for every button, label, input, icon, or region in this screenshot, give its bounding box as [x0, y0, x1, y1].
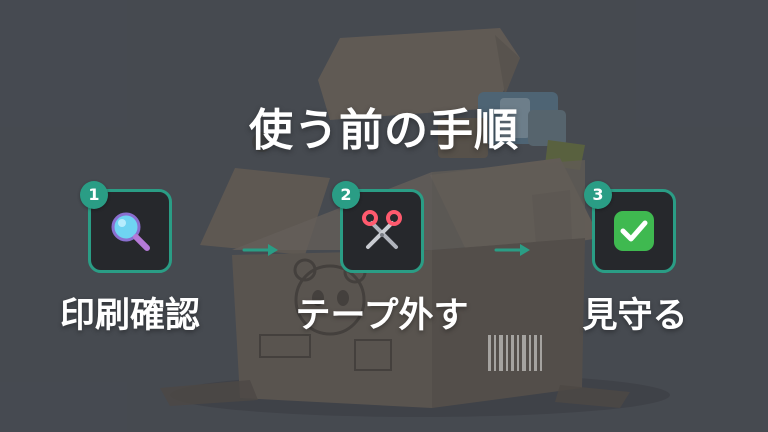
magnifier-icon — [111, 212, 150, 251]
step-1-label: 印刷確認 — [59, 296, 200, 336]
arrow-right-icon — [494, 244, 530, 256]
step-2-label: テープ外す — [295, 296, 469, 336]
step-1-badge: 1 — [80, 181, 108, 209]
step-3-label: 見守る — [582, 296, 688, 336]
scissors-icon — [362, 210, 402, 249]
step-2-badge: 2 — [332, 181, 360, 209]
step-3-badge: 3 — [584, 181, 612, 209]
step-3-card — [592, 189, 676, 273]
check-mark-icon — [614, 211, 654, 251]
arrow-right-icon — [242, 244, 278, 256]
slide-title: 使う前の手順 — [249, 105, 519, 156]
